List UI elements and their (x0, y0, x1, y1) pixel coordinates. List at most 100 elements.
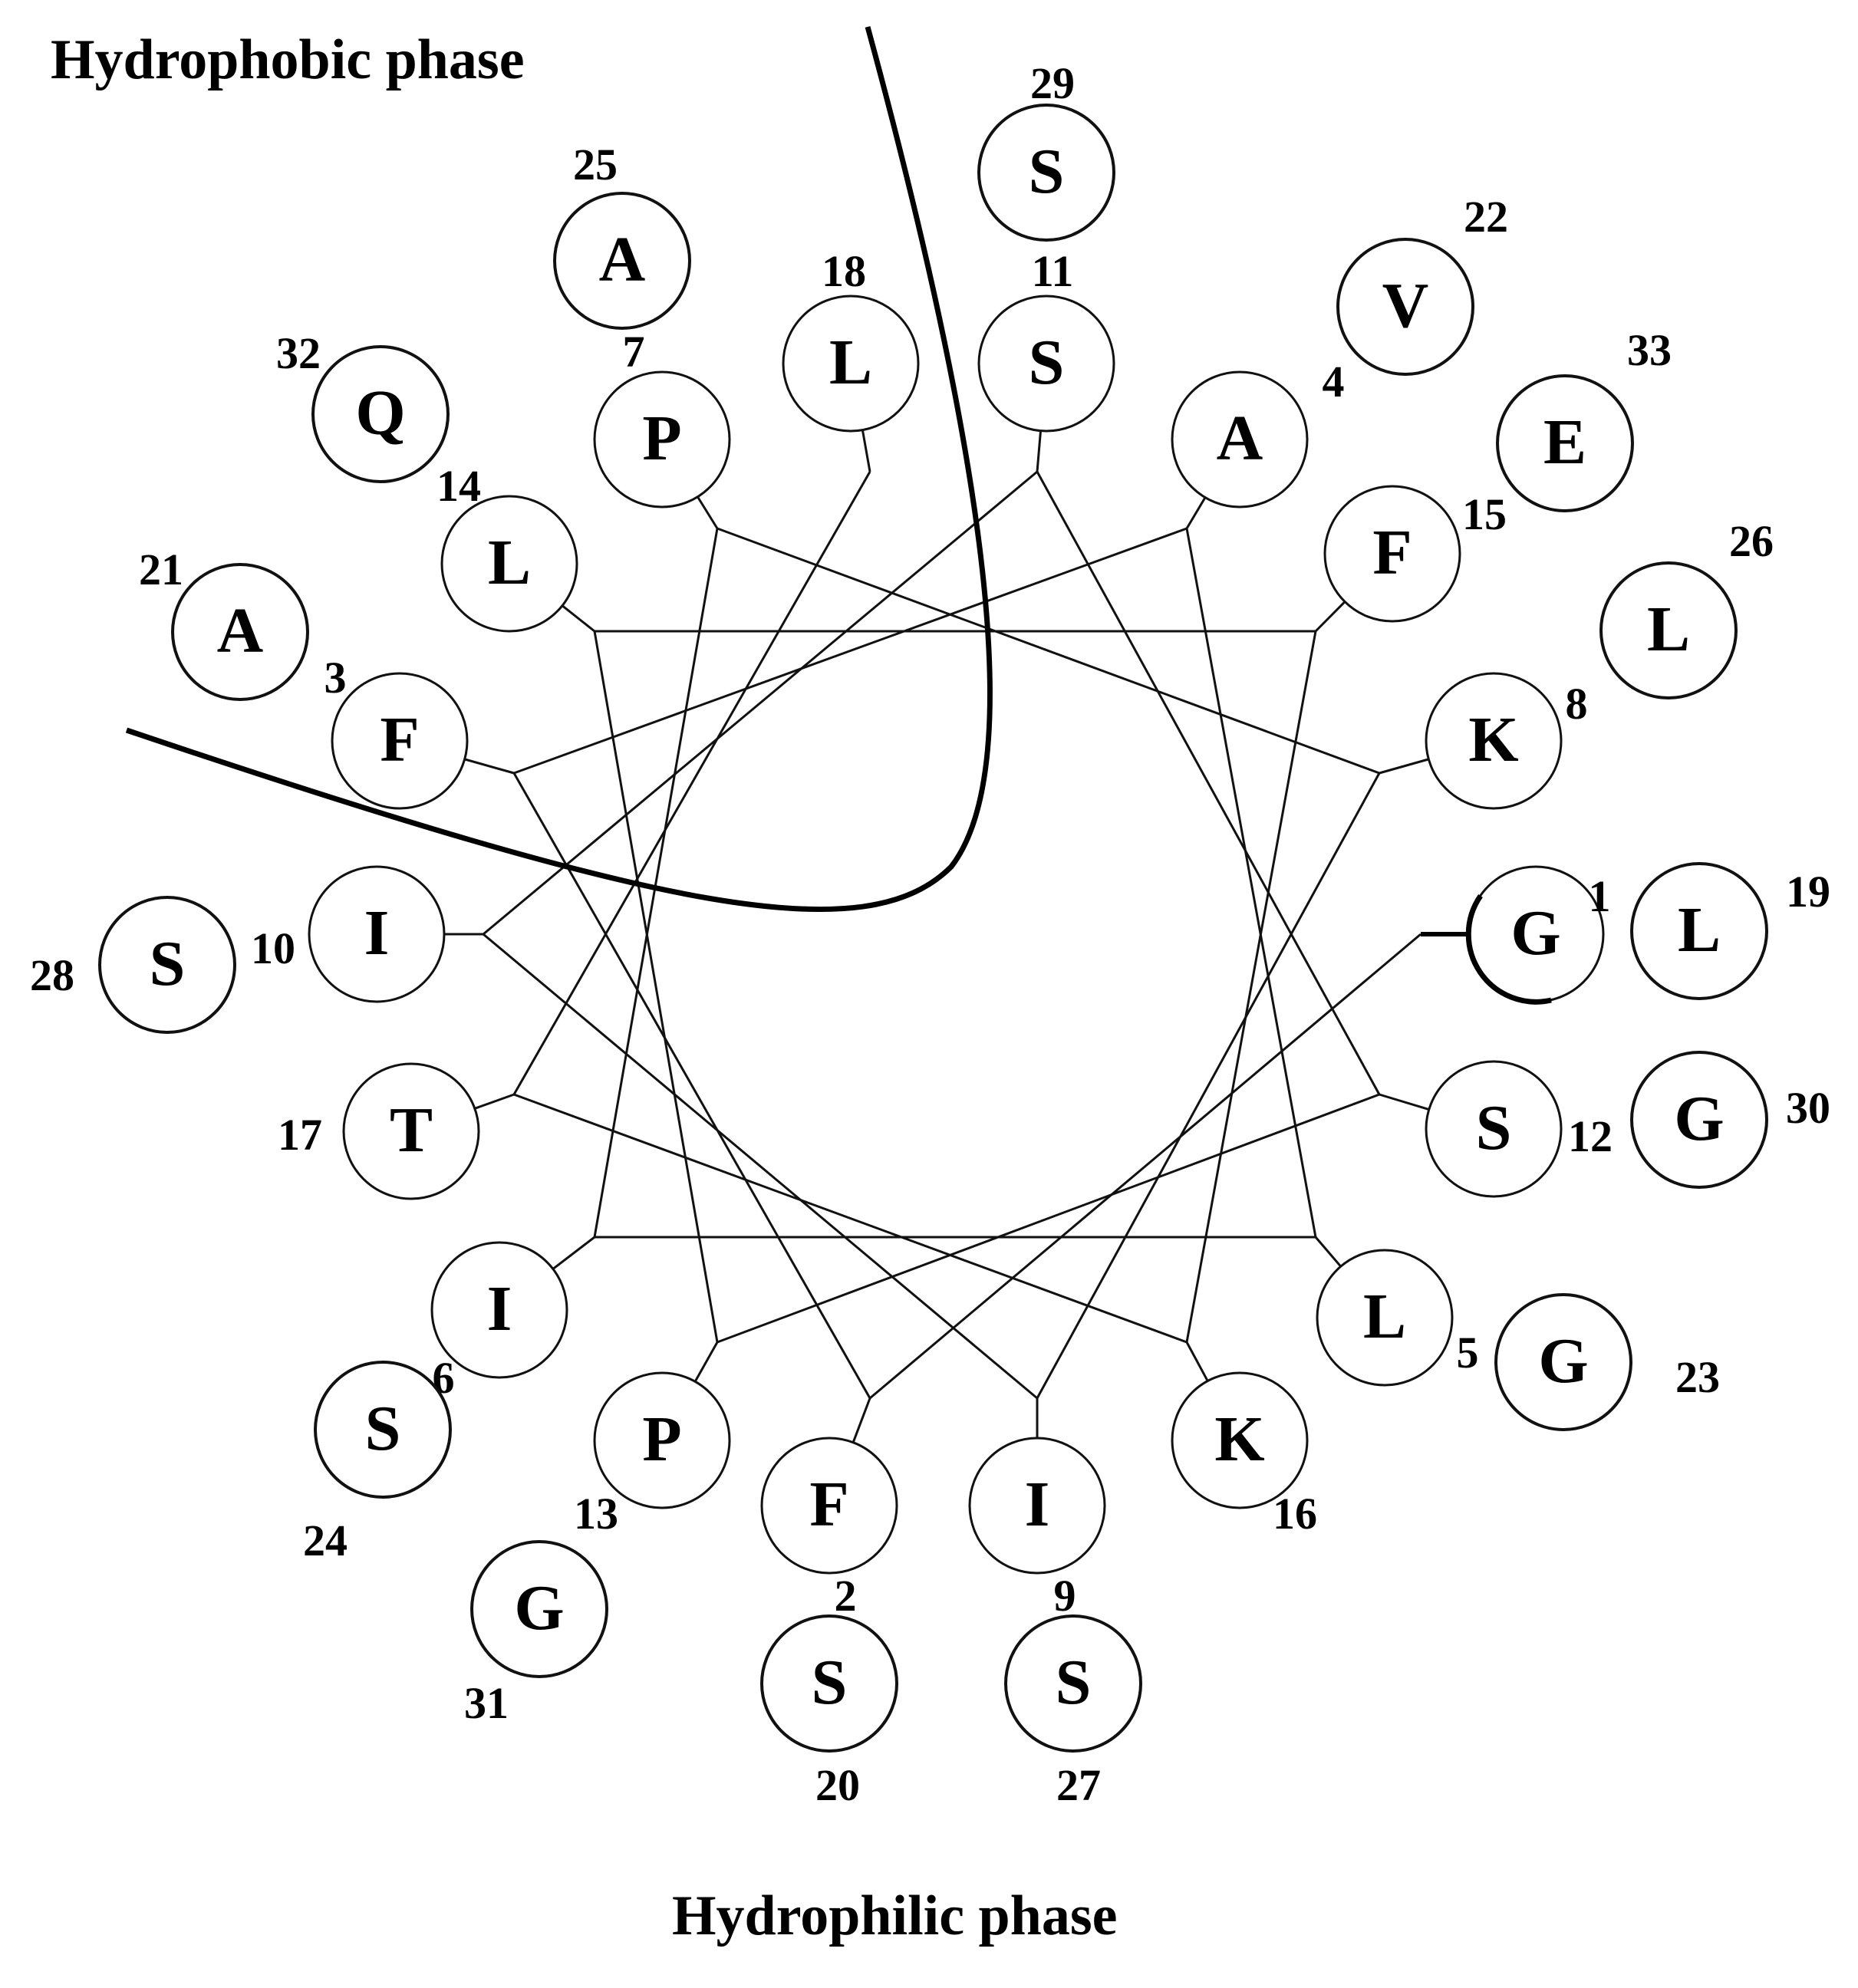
residue-circle (308, 865, 446, 1003)
residue-circle (782, 295, 920, 433)
residue-number: 8 (1566, 679, 1588, 729)
outer-residue: S 29 (977, 58, 1115, 242)
connector-lines (444, 430, 1468, 1443)
outer-residue: G 23 (1494, 1293, 1720, 1431)
residue-circle (1171, 1371, 1309, 1509)
connector-line (1185, 528, 1317, 1238)
residue-letter: L (488, 527, 531, 598)
residue-circle (968, 1437, 1106, 1575)
residue-circle (1494, 1293, 1632, 1431)
connector-line (1036, 772, 1381, 1399)
residue-letter: K (1468, 704, 1518, 775)
outer-residue: S 20 (760, 1614, 898, 1810)
outer-residue: Q32 (276, 328, 450, 483)
inner-residue: A4 (1171, 357, 1345, 509)
residue-circle (430, 1241, 568, 1379)
residue-1-emphasis-arc (1465, 894, 1552, 1005)
residue-stub-line (1314, 601, 1346, 633)
residue-number: 1 (1589, 871, 1611, 921)
inner-residue: L14 (436, 461, 578, 633)
residue-number: 30 (1786, 1083, 1830, 1133)
residue-letter: G (1538, 1325, 1588, 1397)
residue-circle (760, 1614, 898, 1753)
residue-letter: L (829, 327, 872, 398)
connector-line (717, 527, 1380, 775)
residue-circle (1599, 561, 1738, 699)
residue-circle (593, 370, 731, 509)
inner-residue: S 11 (977, 246, 1115, 433)
residue-number: 17 (278, 1110, 322, 1160)
outer-residue: L26 (1599, 516, 1774, 699)
residue-letter: S (812, 1647, 848, 1718)
residue-letter: F (1372, 517, 1412, 588)
residue-stub-line (1185, 496, 1207, 529)
residue-circle (1171, 370, 1309, 509)
residue-number: 20 (815, 1760, 860, 1810)
residue-number: 23 (1675, 1352, 1720, 1402)
connector-line (513, 1093, 1188, 1344)
residue-circle (1630, 862, 1768, 1000)
residue-letter: P (642, 1404, 681, 1475)
inner-residue: F3 (324, 653, 469, 810)
residue-letter: P (642, 403, 681, 474)
residue-letter: S (1476, 1092, 1512, 1164)
outer-residue: S24 (303, 1361, 452, 1565)
residue-number: 29 (1030, 58, 1075, 108)
residue-number: 11 (1032, 246, 1074, 296)
residue-number: 10 (251, 923, 295, 973)
residue-circle (342, 1062, 480, 1200)
inner-residue: L18 (782, 246, 920, 433)
connector-line (483, 933, 1038, 1400)
inner-residue: I6 (430, 1241, 568, 1403)
phase-boundary-curve (125, 26, 993, 913)
inner-residue: G1 (1467, 865, 1611, 1003)
residue-number: 13 (574, 1489, 618, 1539)
residue-circle (440, 495, 578, 633)
residue-letter: E (1543, 406, 1586, 478)
outer-residue: A25 (553, 140, 691, 330)
outer-residue: L19 (1630, 862, 1830, 1000)
residue-number: 21 (139, 545, 183, 594)
outer-residue: V22 (1336, 192, 1508, 376)
outer-residue: E33 (1496, 325, 1672, 512)
residue-circle (1496, 374, 1634, 512)
outer-residue: A 21 (139, 545, 309, 701)
outer-residue: S27 (1004, 1614, 1142, 1810)
residue-letter: S (1029, 136, 1065, 207)
residue-letter: S (1029, 327, 1065, 398)
connector-line (1185, 630, 1317, 1343)
hydrophilic-phase-label: Hydrophilic phase (672, 1884, 1118, 1947)
connector-line (512, 471, 871, 1095)
inner-residue: S 12 (1425, 1060, 1613, 1198)
residue-number: 27 (1056, 1760, 1101, 1810)
inner-residue: K16 (1171, 1371, 1317, 1539)
connector-line (1036, 471, 1381, 1095)
inner-residue: F2 (760, 1437, 898, 1621)
residue-number: 4 (1323, 357, 1345, 406)
residue-stub-line (1379, 758, 1429, 775)
residue-stub-line (474, 1093, 515, 1110)
inner-residue: L5 (1316, 1249, 1479, 1387)
residue-circle (1323, 485, 1461, 623)
residue-circle (171, 563, 309, 701)
connector-line (593, 528, 719, 1238)
residue-stub-line (562, 604, 595, 633)
residue-letter: A (217, 595, 264, 667)
residue-letter: K (1214, 1404, 1264, 1475)
connector-line (593, 630, 719, 1343)
residue-letter: S (365, 1393, 401, 1464)
hydrophobic-phase-label: Hydrophobic phase (51, 28, 525, 91)
residue-circle (98, 896, 236, 1034)
outer-residue: S28 (30, 896, 236, 1034)
residue-number: 25 (573, 140, 618, 189)
residue-letter: F (380, 704, 419, 775)
residue-circle (593, 1371, 731, 1509)
inner-residue: T17 (278, 1062, 480, 1200)
residue-circle (553, 192, 691, 330)
inner-residue: P7 (593, 327, 731, 509)
residue-number: 7 (623, 327, 645, 377)
residue-number: 22 (1464, 192, 1508, 242)
residue-number: 12 (1568, 1111, 1613, 1161)
